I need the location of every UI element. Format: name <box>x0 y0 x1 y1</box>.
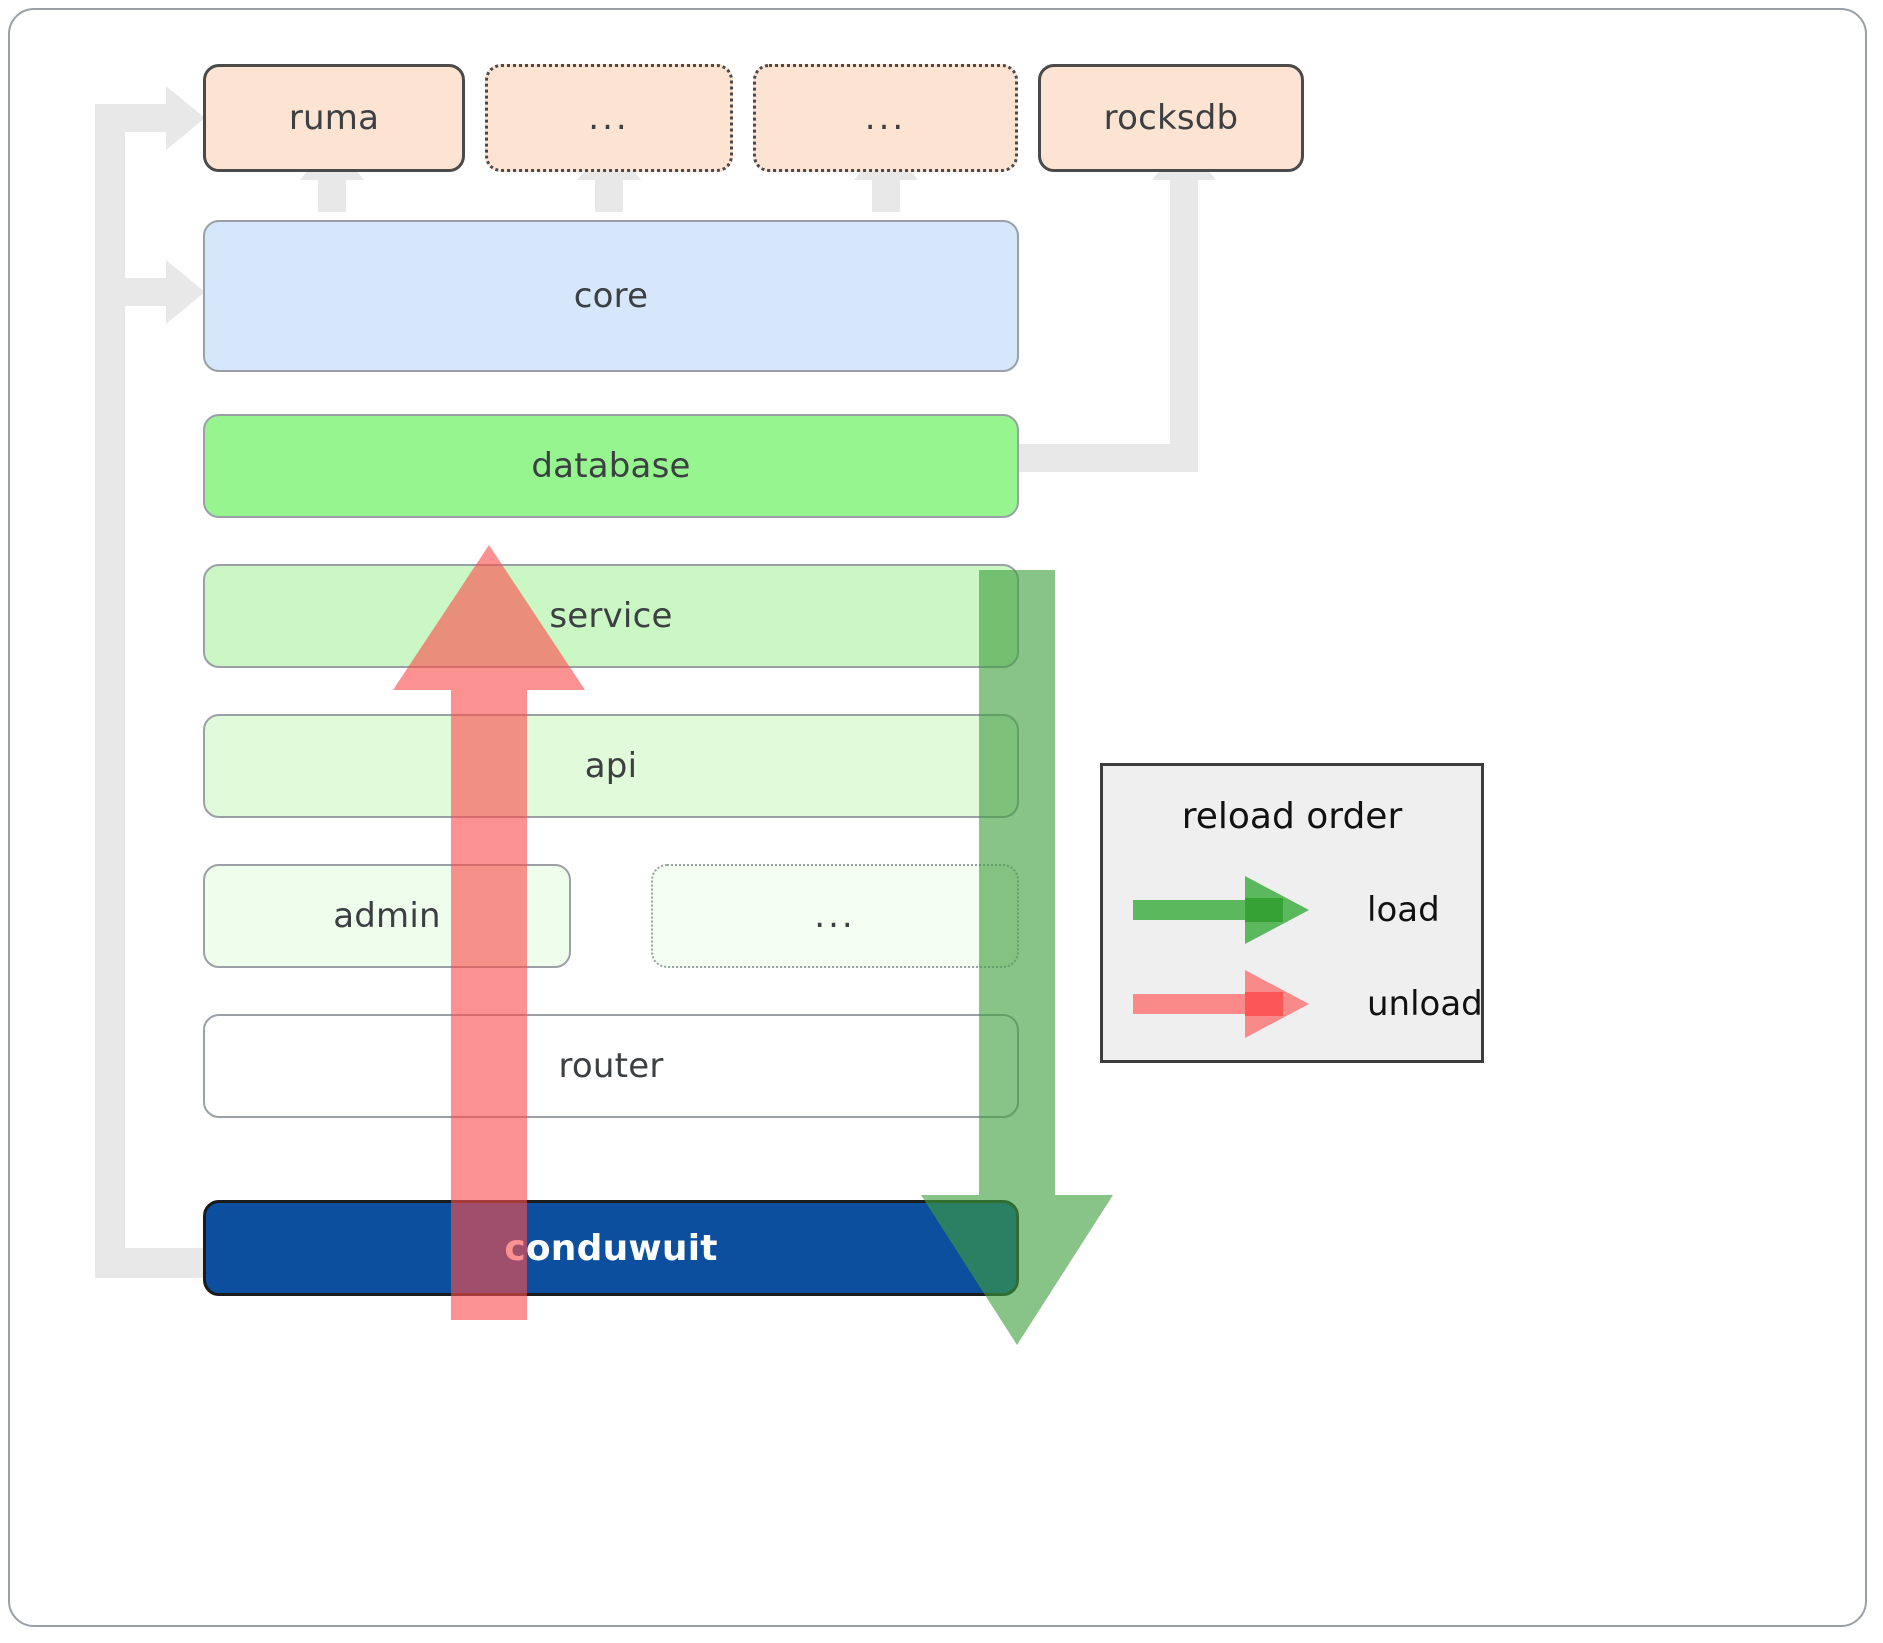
core-label: core <box>573 276 649 316</box>
dependency-box-more-2[interactable]: ... <box>753 64 1018 172</box>
layer-box-api[interactable]: api <box>203 714 1019 818</box>
layer-box-database[interactable]: database <box>203 414 1019 518</box>
layer-label-service: service <box>549 596 673 636</box>
load-arrow-icon <box>1133 876 1309 944</box>
layer-box-service[interactable]: service <box>203 564 1019 668</box>
layer-box-admin[interactable]: admin <box>203 864 571 968</box>
layer-label-database: database <box>531 446 691 486</box>
layer-label-admin: admin <box>333 896 441 936</box>
legend-row-unload: unload <box>1103 968 1483 1040</box>
layer-label-router: router <box>558 1046 664 1086</box>
layer-label-more: ... <box>814 896 856 936</box>
legend-label-unload: unload <box>1367 984 1483 1024</box>
legend-row-load: load <box>1103 874 1481 946</box>
legend-label-load: load <box>1367 890 1440 930</box>
dependency-box-rocksdb[interactable]: rocksdb <box>1038 64 1304 172</box>
root-box-conduwuit[interactable]: conduwuit <box>203 1200 1019 1296</box>
legend-panel: reload order load unload <box>1100 763 1484 1063</box>
dependency-box-ruma[interactable]: ruma <box>203 64 465 172</box>
root-label-conduwuit: conduwuit <box>504 1227 718 1269</box>
dependency-label-more-2: ... <box>864 98 907 138</box>
dependency-label-more-1: ... <box>588 98 630 138</box>
layer-box-more[interactable]: ... <box>651 864 1019 968</box>
legend-title: reload order <box>1181 796 1403 837</box>
dependency-box-more-1[interactable]: ... <box>485 64 733 172</box>
dependency-label-rocksdb: rocksdb <box>1103 98 1239 138</box>
core-box[interactable]: core <box>203 220 1019 372</box>
layer-box-router[interactable]: router <box>203 1014 1019 1118</box>
layer-label-api: api <box>584 746 638 786</box>
dependency-label-ruma: ruma <box>288 98 380 138</box>
unload-arrow-icon <box>1133 970 1309 1038</box>
